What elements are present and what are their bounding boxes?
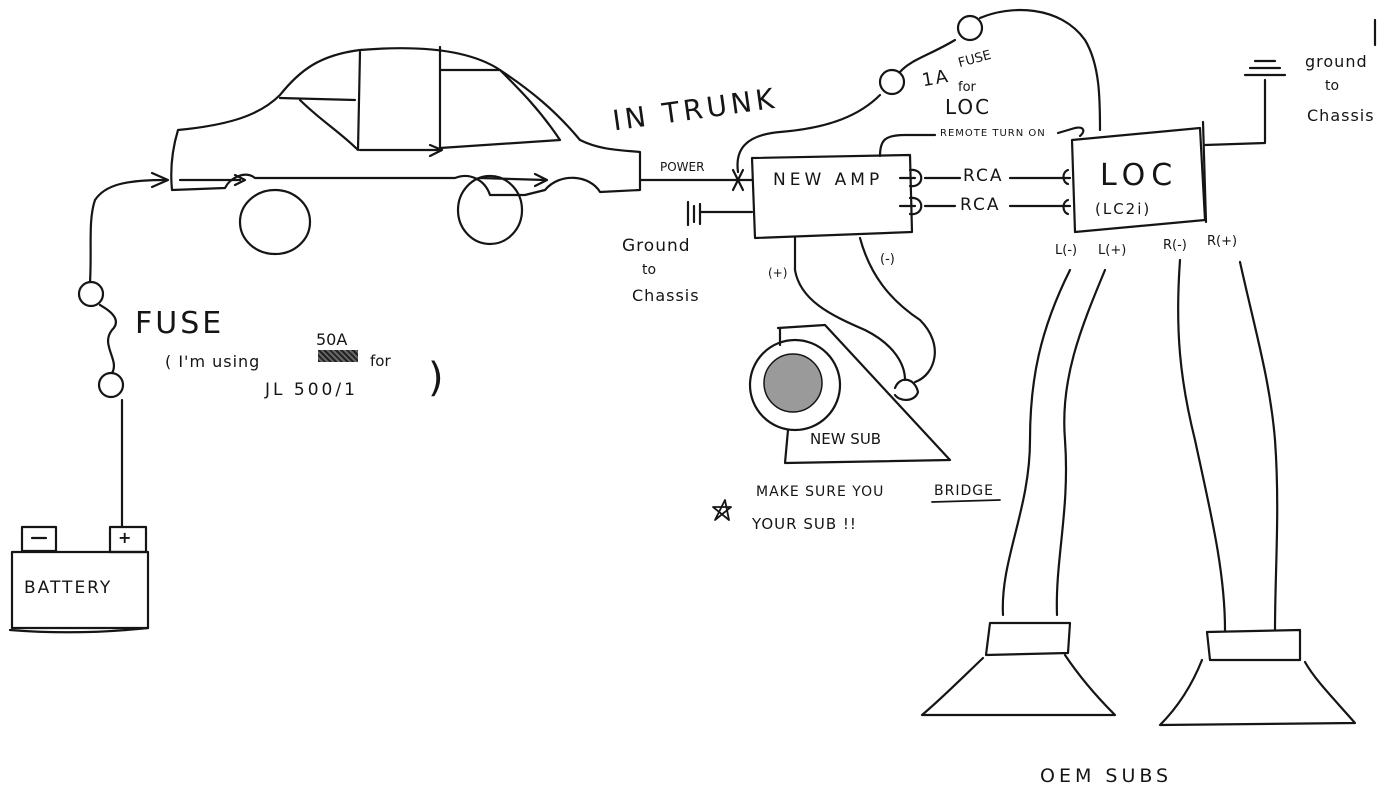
loc-r-neg-label: R(-) — [1163, 238, 1187, 253]
fuse-label: FUSE — [135, 306, 225, 341]
main-power-wire — [77, 168, 745, 529]
new-sub-box-icon — [748, 323, 952, 465]
amp-plus-label: (+) — [768, 266, 788, 280]
remote-turn-on-label: REMOTE TURN ON — [940, 128, 1046, 139]
fuse-note-amperage: 50A — [316, 330, 348, 349]
ground-right-label-3: Chassis — [1307, 106, 1375, 125]
oem-sub-right-icon — [1158, 628, 1357, 727]
fuse-note-model: JL 500/1 — [265, 380, 358, 400]
ground-amp-label-3: Chassis — [632, 286, 700, 305]
rca-label-2: RCA — [960, 195, 1001, 215]
battery-label: BATTERY — [24, 578, 113, 598]
ground-amp-label-2: to — [642, 262, 657, 278]
battery-positive-label: + — [118, 528, 132, 547]
bridge-underline — [931, 499, 1001, 503]
power-label: POWER — [660, 160, 705, 174]
car-outline-icon — [170, 45, 642, 256]
new-sub-label: NEW SUB — [810, 430, 882, 448]
star-icon — [712, 499, 732, 521]
ground-right-label-2: to — [1325, 78, 1340, 94]
oem-sub-left-icon — [920, 621, 1117, 717]
oem-sub-wires — [1001, 258, 1279, 632]
loc-r-pos-label: R(+) — [1207, 234, 1238, 249]
bridge-note-line1: MAKE SURE YOU — [756, 484, 885, 500]
scribbled-out-text — [318, 350, 358, 362]
ground-amp-label-1: Ground — [622, 236, 691, 256]
amp-to-sub-wires — [793, 236, 936, 384]
new-amp-box — [686, 153, 1072, 240]
rca-label-1: RCA — [963, 166, 1004, 186]
loc-l-pos-label: L(+) — [1098, 243, 1127, 258]
ground-right-label-1: ground — [1305, 52, 1368, 71]
loc-fuse-loc-label: LOC — [945, 95, 992, 119]
loc-l-neg-label: L(-) — [1055, 243, 1078, 258]
loc-box — [1062, 18, 1377, 234]
amp-minus-label: (-) — [880, 252, 895, 267]
fuse-note-1: ( I'm using — [165, 352, 261, 371]
fuse-note-close-paren: ) — [428, 355, 444, 401]
bridge-note-line2: YOUR SUB !! — [752, 515, 857, 533]
loc-label: LOC — [1100, 158, 1179, 193]
loc-model-label: (LC2i) — [1095, 200, 1152, 218]
fuse-note-for: for — [370, 352, 391, 370]
battery-icon — [8, 525, 150, 634]
remote-and-loc-fuse-wires — [736, 9, 1102, 174]
new-amp-label: NEW AMP — [773, 170, 884, 190]
bridge-note-bridge: BRIDGE — [934, 483, 994, 499]
loc-fuse-for-label: for — [958, 80, 976, 95]
oem-subs-label: OEM SUBS — [1040, 765, 1173, 787]
